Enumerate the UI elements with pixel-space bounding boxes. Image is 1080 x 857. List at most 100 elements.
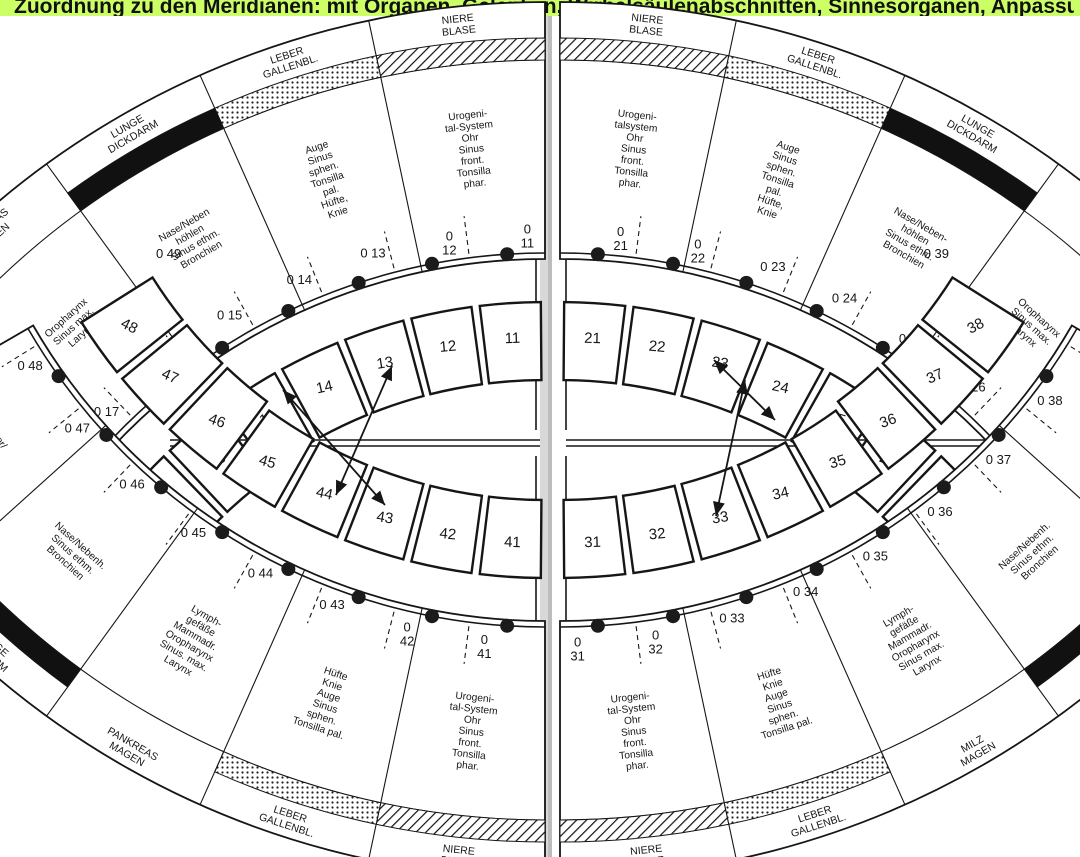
tooth-33 xyxy=(680,466,762,561)
acupoint-dot xyxy=(739,275,754,290)
acupoint-dot xyxy=(875,525,890,540)
organ-associations: Urogeni-tal-SystemOhrSinusfront.Tonsilla… xyxy=(606,690,662,774)
acupoint-arc xyxy=(559,328,1078,628)
point-separator xyxy=(851,554,872,589)
point-separator xyxy=(915,513,940,545)
point-separator xyxy=(635,626,642,664)
tooth-number: 36 xyxy=(877,410,898,432)
meridian-bar-solid xyxy=(1023,623,1080,688)
acupoint-dot xyxy=(351,590,366,605)
tooth-number: 38 xyxy=(964,315,987,338)
tooth-38 xyxy=(920,275,1026,374)
point-separator xyxy=(48,408,79,434)
point-separator xyxy=(233,554,254,589)
tooth-41 xyxy=(478,495,543,580)
acupoint-dot xyxy=(424,256,439,271)
meridian-ring xyxy=(0,324,546,857)
book-gutter-line xyxy=(548,16,552,857)
acupoint-dot xyxy=(351,275,366,290)
acupoint-label: 0 37 xyxy=(986,452,1011,467)
point-separator xyxy=(103,387,131,416)
point-separator xyxy=(306,587,323,624)
acupoint-label: 0 45 xyxy=(181,525,206,540)
acupoint-label: 0 47 xyxy=(65,420,90,435)
tooth-11 xyxy=(478,300,543,385)
tooth-12 xyxy=(409,305,484,396)
acupoint-label: 0 17 xyxy=(94,404,119,419)
point-separator xyxy=(635,216,642,254)
tooth-44 xyxy=(280,440,369,539)
acupoint-dot xyxy=(666,609,681,624)
cross-arrow-left-a xyxy=(282,389,386,506)
acupoint-dot xyxy=(51,369,66,384)
tooth-number: 37 xyxy=(924,365,946,387)
extra-acupoint-label: 0 39 xyxy=(924,246,949,261)
point-separator xyxy=(710,231,722,269)
acupoint-label: 0 44 xyxy=(248,565,273,580)
tooth-31 xyxy=(562,495,627,580)
point-separator xyxy=(782,256,799,293)
acupoint-dot xyxy=(500,247,515,262)
organ-associations: Urogeni-tal-SystemOhrSinusfront.Tonsilla… xyxy=(443,108,499,192)
tooth-number: 35 xyxy=(827,451,848,472)
acupoint-dot xyxy=(215,340,230,355)
tooth-number: 45 xyxy=(257,451,278,472)
meridian-ring xyxy=(0,1,546,556)
segment-divider xyxy=(0,425,107,522)
point-separator xyxy=(233,291,254,326)
point-separator xyxy=(782,587,799,624)
point-separator xyxy=(306,256,323,293)
tooth-14 xyxy=(280,341,369,440)
acupoint-dot xyxy=(739,590,754,605)
tooth-number: 33 xyxy=(711,508,730,527)
acupoint-dot xyxy=(99,427,114,442)
tooth-24 xyxy=(736,341,825,440)
tooth-36 xyxy=(836,366,937,471)
point-separator xyxy=(974,387,1002,416)
organ-associations: AugeSinussphen.Tonsillapal.Hüfte,Knie xyxy=(299,137,356,223)
point-separator xyxy=(1026,408,1057,434)
acupoint-dot xyxy=(215,525,230,540)
acupoint-label: 0 36 xyxy=(927,504,952,519)
tooth-number: 14 xyxy=(315,377,335,397)
acupoint-label: 0 13 xyxy=(360,245,385,260)
acupoint-label: 0 46 xyxy=(119,476,144,491)
tooth-32 xyxy=(621,484,696,575)
acupoint-label: 0 24 xyxy=(832,291,857,306)
tooth-number: 11 xyxy=(504,330,520,347)
tooth-number: 12 xyxy=(439,338,457,357)
quadrant-lower-right: NIEREBLASE Urogeni-tal-SystemOhrSinusfron… xyxy=(559,246,1080,857)
tooth-34 xyxy=(736,440,825,539)
cross-arrow-right-b xyxy=(713,379,748,517)
tooth-42 xyxy=(409,484,484,575)
tooth-22 xyxy=(621,305,696,396)
acupoint-label: 0 33 xyxy=(719,611,744,626)
acupoint-dot xyxy=(281,562,296,577)
tooth-number: 31 xyxy=(584,534,601,552)
organ-associations: Urogeni-talsystemOhrSinusfront.Tonsillap… xyxy=(608,108,659,192)
point-separator xyxy=(463,216,470,254)
organ-associations: Lymph-gefäßeMammadr.OropharynxSinus. max… xyxy=(152,599,232,685)
tooth-number: 48 xyxy=(118,315,141,338)
acupoint-label: 0 43 xyxy=(319,597,344,612)
tooth-45 xyxy=(221,408,315,509)
segment-divider xyxy=(799,569,906,805)
segment-divider xyxy=(199,569,306,805)
quadrant-lower-left: NIEREBLASEUrogeni-tal-SystemOhrSinusfron… xyxy=(0,246,546,857)
organ-associations: AugeSinussphen.Tonsillapal.Hüfte,Knie xyxy=(749,137,806,223)
organ-label: NIEREBLASE xyxy=(440,12,476,39)
tooth-number: 46 xyxy=(206,410,227,432)
tooth-number: 44 xyxy=(314,484,334,504)
acupoint-dot xyxy=(936,480,951,495)
point-separator xyxy=(1,346,35,368)
point-separator xyxy=(851,291,872,326)
acupoint-dot xyxy=(500,618,515,633)
organ-label: NIEREBLASE xyxy=(629,843,665,857)
